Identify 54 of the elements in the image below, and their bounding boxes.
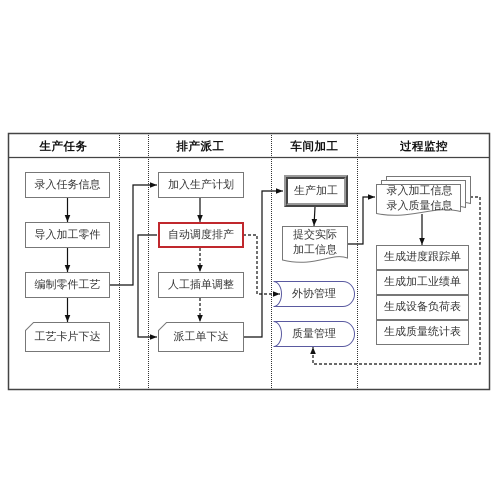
stored-data-shape — [273, 321, 355, 347]
node-label: 编制零件工艺 — [34, 278, 100, 292]
process-box — [376, 320, 469, 345]
node-label: 自动调度排产 — [168, 228, 234, 242]
document-shape — [282, 226, 348, 264]
dashed-arrow — [197, 298, 203, 322]
lane-title: 车间加工 — [290, 139, 338, 154]
process-box — [25, 272, 110, 298]
process-box — [158, 172, 244, 198]
process-box — [376, 245, 469, 270]
process-box — [376, 295, 469, 320]
swimlane — [271, 133, 357, 390]
node-label: 生成进度跟踪单 — [384, 250, 461, 265]
arrow — [64, 198, 70, 222]
node-label: 录入任务信息 — [34, 178, 100, 192]
lane-title: 过程监控 — [400, 139, 448, 154]
arrow — [64, 248, 70, 272]
process-box — [376, 270, 469, 295]
node-label: 录入质量信息 — [386, 199, 452, 214]
arrow — [312, 206, 318, 226]
arrow — [243, 188, 283, 338]
stored-data-shape — [273, 281, 355, 307]
card-shape — [25, 322, 110, 352]
node-label: 质量管理 — [292, 326, 336, 342]
dashed-arrow — [243, 234, 280, 297]
node-label: 提交实际加工信息 — [292, 228, 338, 258]
node-label: 人工插单调整 — [168, 278, 234, 292]
lane-title: 生产任务 — [40, 139, 88, 154]
arrow — [197, 198, 203, 222]
multi-document-shape — [376, 176, 471, 218]
process-box — [25, 222, 110, 248]
node-label: 生成加工业绩单 — [384, 275, 461, 290]
node-label: 工艺卡片下达 — [34, 330, 100, 344]
arrow — [347, 194, 375, 245]
node-label: 生产加工 — [294, 184, 338, 198]
arrow — [137, 234, 157, 340]
card-shape — [158, 322, 244, 352]
dashed-arrow — [310, 196, 481, 365]
lane-title: 排产派工 — [176, 139, 224, 154]
node-label: 外协管理 — [292, 286, 336, 302]
node-label: 导入加工零件 — [34, 228, 100, 242]
arrow — [64, 298, 70, 322]
node-label: 加入生产计划 — [168, 178, 234, 192]
arrow — [110, 182, 157, 286]
node-label: 录入加工信息 — [386, 184, 452, 199]
framed-process-box — [284, 175, 348, 207]
node-label: 生成质量统计表 — [384, 325, 461, 340]
arrow — [419, 214, 425, 245]
dashed-arrow — [197, 248, 203, 272]
process-box — [158, 272, 244, 298]
process-box — [25, 172, 110, 198]
highlighted-process-box — [158, 222, 244, 248]
node-label: 生成设备负荷表 — [384, 300, 461, 315]
node-label: 派工单下达 — [174, 330, 228, 344]
